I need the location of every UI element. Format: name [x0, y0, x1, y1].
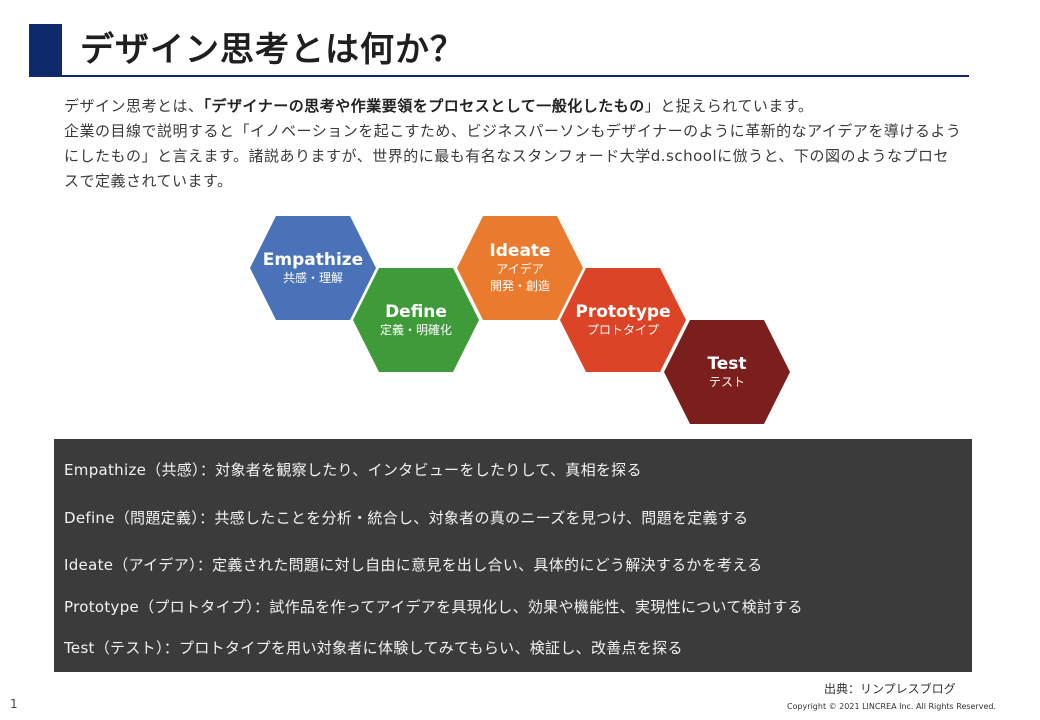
hex-test-title: Test [707, 353, 747, 374]
definition-test: Test（テスト）：プロトタイプを用い対象者に体験してみてもらい、検証し、改善点… [64, 639, 683, 657]
intro-line-1-pre: デザイン思考とは、 [64, 97, 204, 115]
hex-ideate-shape [457, 216, 583, 320]
hex-empathize-title: Empathize [262, 249, 364, 270]
hex-empathize-shape [250, 216, 376, 320]
hex-test-shape [664, 320, 790, 424]
hex-define-subtitle: 定義・明確化 [379, 322, 452, 337]
intro-text: デザイン思考とは、「デザイナーの思考や作業要領をプロセスとして一般化したもの」と… [64, 94, 964, 194]
intro-line-1: デザイン思考とは、「デザイナーの思考や作業要領をプロセスとして一般化したもの」と… [64, 94, 964, 119]
definition-empathize: Empathize（共感）：対象者を観察したり、インタビューをしたりして、真相を… [64, 461, 642, 479]
intro-line-2: 企業の目線で説明すると「イノベーションを起こすため、ビジネスパーソンもデザイナー… [64, 122, 962, 190]
intro-line-1-post: 」と捉えられています。 [644, 97, 814, 115]
hex-prototype-shape [560, 268, 686, 372]
hex-empathize-subtitle: 共感・理解 [282, 270, 343, 285]
definitions-panel: Empathize（共感）：対象者を観察したり、インタビューをしたりして、真相を… [54, 439, 972, 672]
hex-ideate-subtitle-2: 開発・創造 [489, 279, 550, 293]
hex-define-shape [353, 268, 479, 372]
page-number: 1 [10, 697, 18, 711]
copyright-notice: Copyright © 2021 LINCREA Inc. All Rights… [787, 702, 997, 711]
hex-ideate-subtitle-1: アイデア [496, 262, 544, 276]
title-accent-bar [29, 24, 62, 77]
hex-test-subtitle: テスト [708, 374, 745, 389]
intro-emphasis: 「デザイナーの思考や作業要領をプロセスとして一般化したもの [203, 97, 645, 115]
hex-define-title: Define [385, 301, 447, 322]
definition-define: Define（問題定義）：共感したことを分析・統合し、対象者の真のニーズを見つけ… [64, 509, 749, 527]
hex-prototype-subtitle: プロトタイプ [586, 322, 659, 337]
definition-ideate: Ideate（アイデア）：定義された問題に対し自由に意見を出し合い、具体的にどう… [64, 556, 763, 574]
definition-prototype: Prototype（プロトタイプ）：試作品を作ってアイデアを具現化し、効果や機能… [64, 598, 803, 616]
hex-ideate-title: Ideate [489, 241, 551, 261]
hex-prototype-title: Prototype [575, 301, 671, 322]
source-credit: 出典：リンプレスブログ [824, 682, 956, 696]
page-title: デザイン思考とは何か？ [80, 30, 465, 70]
title-underline [62, 75, 969, 77]
